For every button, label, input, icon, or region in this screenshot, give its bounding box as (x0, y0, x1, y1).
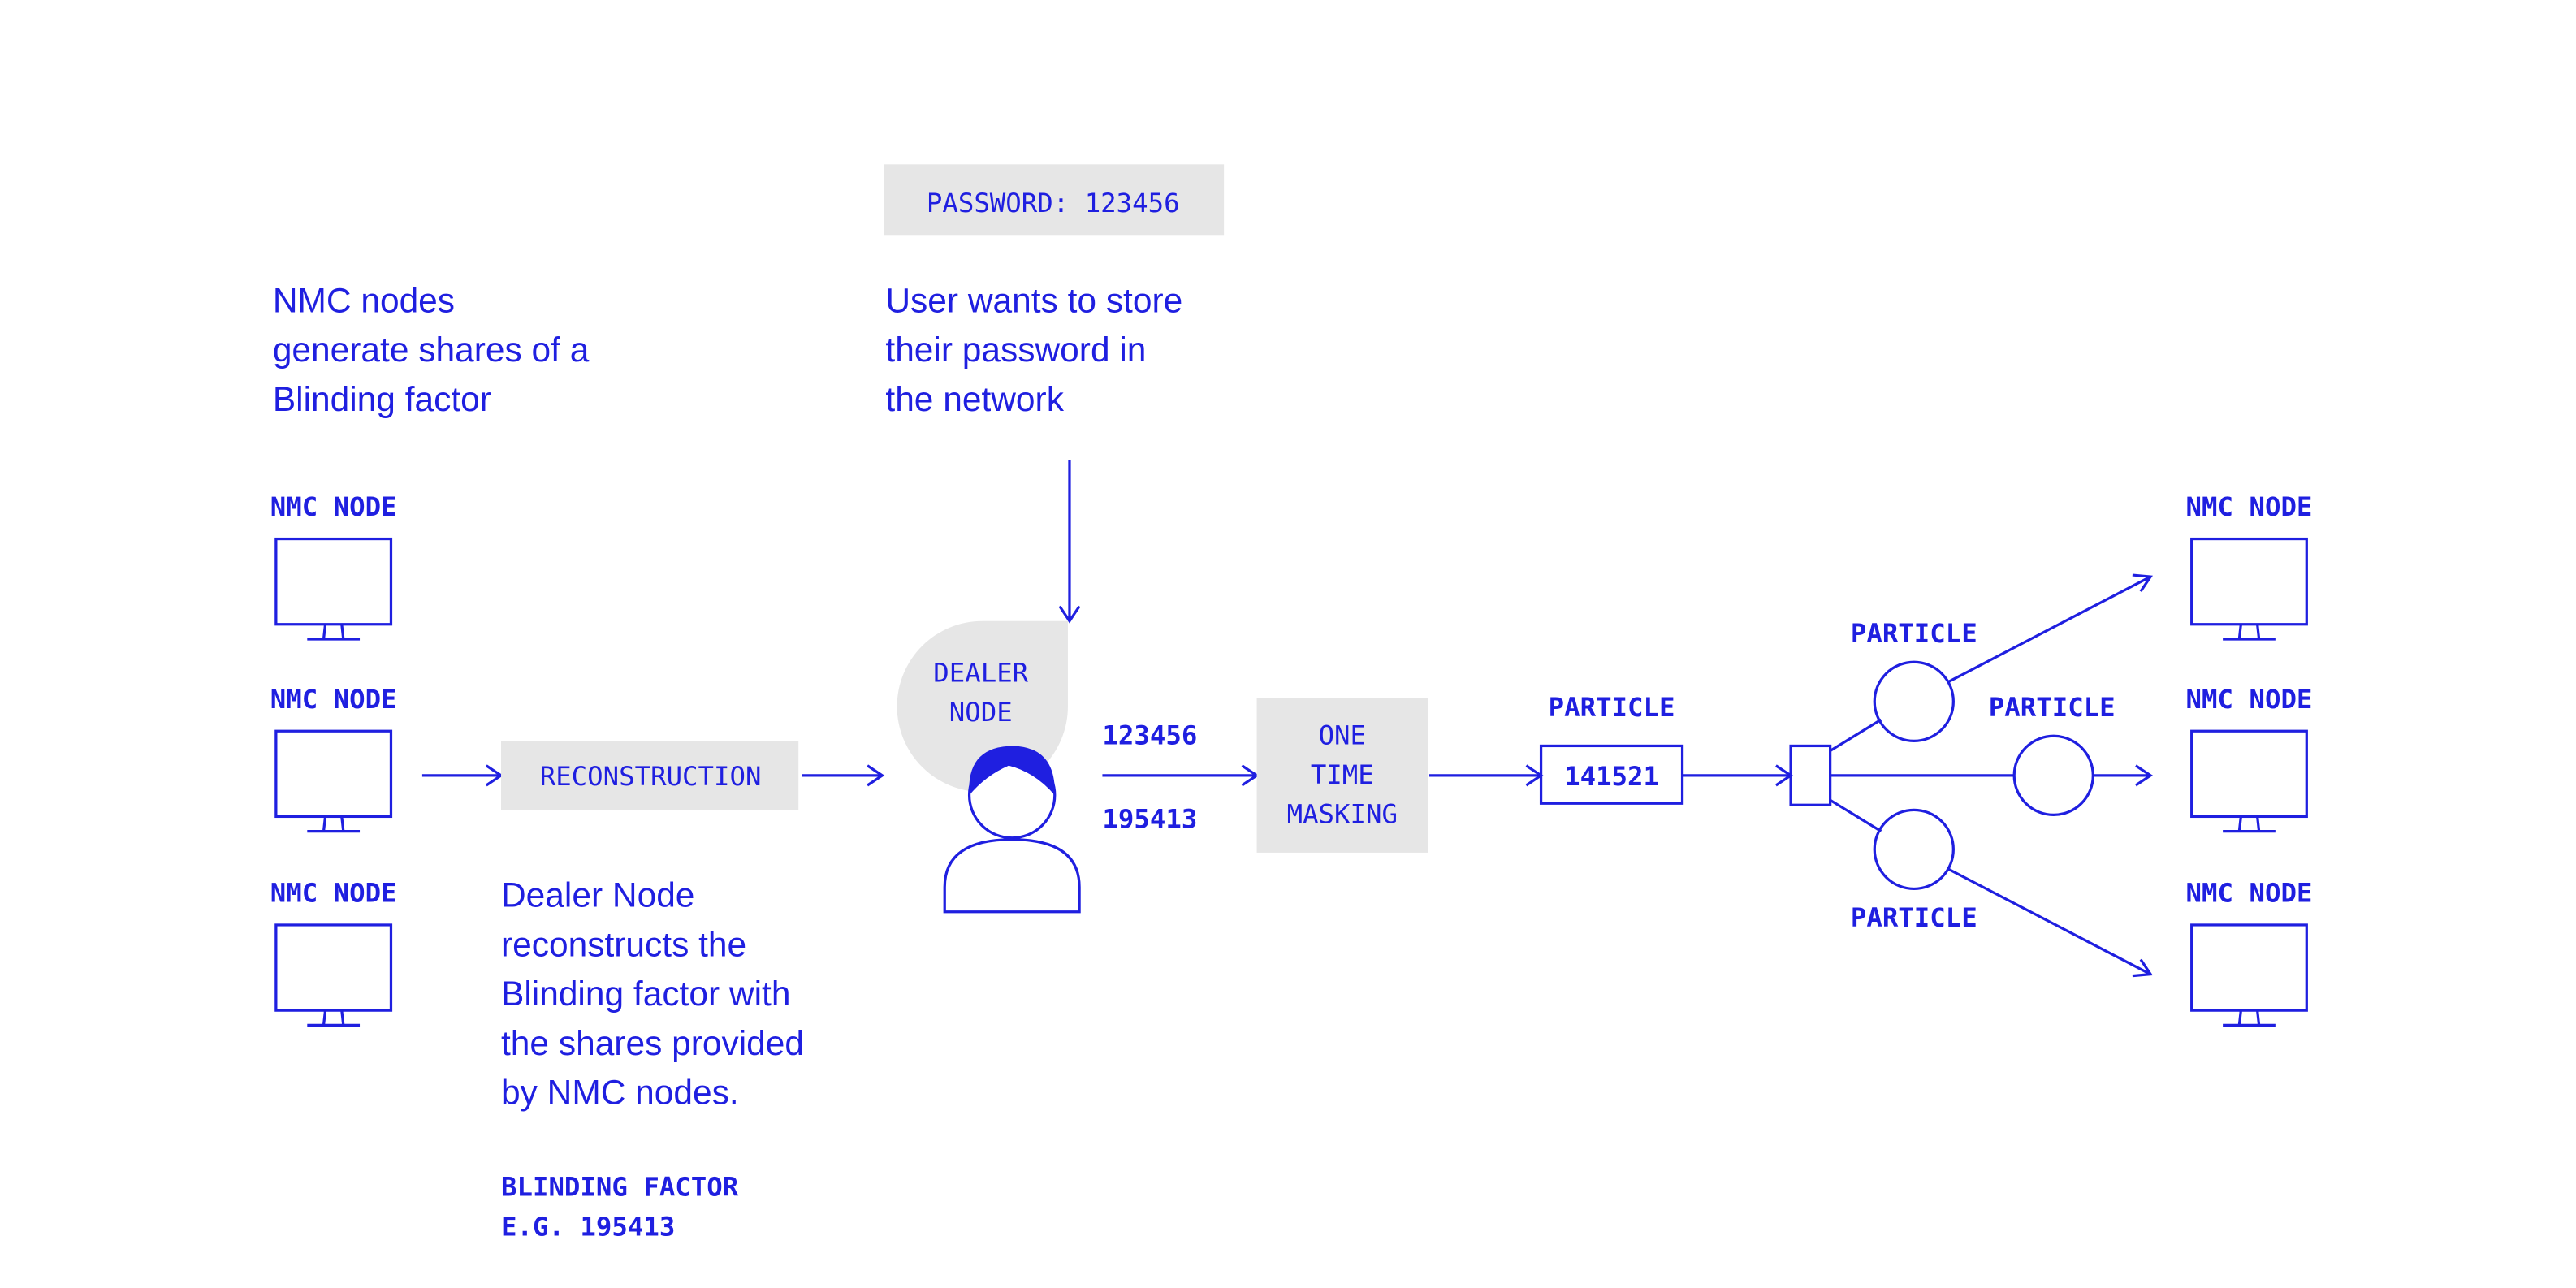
branch-line (1947, 575, 2151, 683)
particle-label-top: PARTICLE (1851, 618, 1977, 649)
masking-label: MASKING (1287, 799, 1398, 830)
arrow-head (2132, 573, 2153, 593)
masking-label: ONE (1319, 720, 1366, 750)
right-nmc-node: NMC NODE (2186, 684, 2313, 833)
particle-label-middle: PARTICLE (1989, 692, 2116, 723)
nmc-description: NMC nodes generate shares of a Blinding … (273, 282, 590, 418)
branch-line (1829, 718, 1882, 752)
person-icon (943, 746, 1081, 914)
left-nmc-node: NMC NODE (270, 491, 397, 641)
password-value: 123456 (1102, 720, 1197, 750)
monitor-icon (274, 923, 393, 1027)
particle-circle (2012, 734, 2094, 817)
branch-line (1829, 798, 1882, 833)
nmc-text-line: generate shares of a (273, 331, 590, 370)
nmc-text-line: NMC nodes (273, 282, 455, 320)
password-box (884, 164, 1225, 236)
monitor-icon (2190, 537, 2308, 641)
node-label: NMC NODE (270, 684, 397, 715)
arrow-head (2135, 764, 2154, 787)
node-label: NMC NODE (270, 878, 397, 909)
left-nmc-node: NMC NODE (270, 684, 397, 833)
arrow-head (2132, 958, 2153, 978)
dealer-text-line: the shares provided (501, 1025, 804, 1063)
dealer-text-line: Blinding factor with (501, 975, 790, 1014)
right-nmc-node: NMC NODE (2186, 878, 2313, 1027)
arrow-head (867, 764, 885, 787)
user-text-line: the network (885, 381, 1064, 419)
monitor-icon (2190, 923, 2308, 1027)
branch-line (1947, 867, 2151, 976)
node-label: NMC NODE (2186, 491, 2313, 522)
masking-label: TIME (1311, 759, 1374, 790)
dealer-text-line: by NMC nodes. (501, 1074, 739, 1112)
right-nmc-node: NMC NODE (2186, 491, 2313, 641)
node-label: NMC NODE (2186, 684, 2313, 715)
blinding-label-line: E.G. 195413 (501, 1211, 675, 1242)
dealer-text-line: Dealer Node (501, 877, 694, 915)
blinding-value: 195413 (1102, 804, 1197, 835)
particle-box-title: PARTICLE (1549, 692, 1675, 723)
particle-label-bottom: PARTICLE (1851, 902, 1977, 933)
left-nmc-node: NMC NODE (270, 878, 397, 1027)
reconstruction-label: RECONSTRUCTION (540, 761, 762, 792)
dealer-label: NODE (949, 697, 1013, 728)
particle-circle (1873, 660, 1955, 742)
splitter-box (1789, 744, 1832, 806)
password-label: PASSWORD: 123456 (927, 188, 1180, 218)
particle-circle (1873, 808, 1955, 891)
user-text-line: User wants to store (885, 282, 1182, 320)
user-text-line: their password in (885, 331, 1146, 370)
particle-box-value: 141521 (1564, 761, 1659, 792)
reconstruction-box (501, 741, 799, 810)
monitor-icon (2190, 729, 2308, 833)
dealer-label: DEALER (933, 658, 1028, 689)
user-description: User wants to store their password in th… (885, 282, 1182, 418)
arrow-down-head (1058, 605, 1081, 624)
nmc-text-line: Blinding factor (273, 381, 491, 419)
blinding-label-line: BLINDING FACTOR (501, 1172, 739, 1203)
masking-box (1256, 698, 1428, 853)
node-label: NMC NODE (2186, 878, 2313, 909)
dealer-description: Dealer Node reconstructs the Blinding fa… (501, 877, 804, 1113)
monitor-icon (274, 537, 393, 641)
dealer-text-line: reconstructs the (501, 926, 746, 964)
monitor-icon (274, 729, 393, 833)
node-label: NMC NODE (270, 491, 397, 522)
